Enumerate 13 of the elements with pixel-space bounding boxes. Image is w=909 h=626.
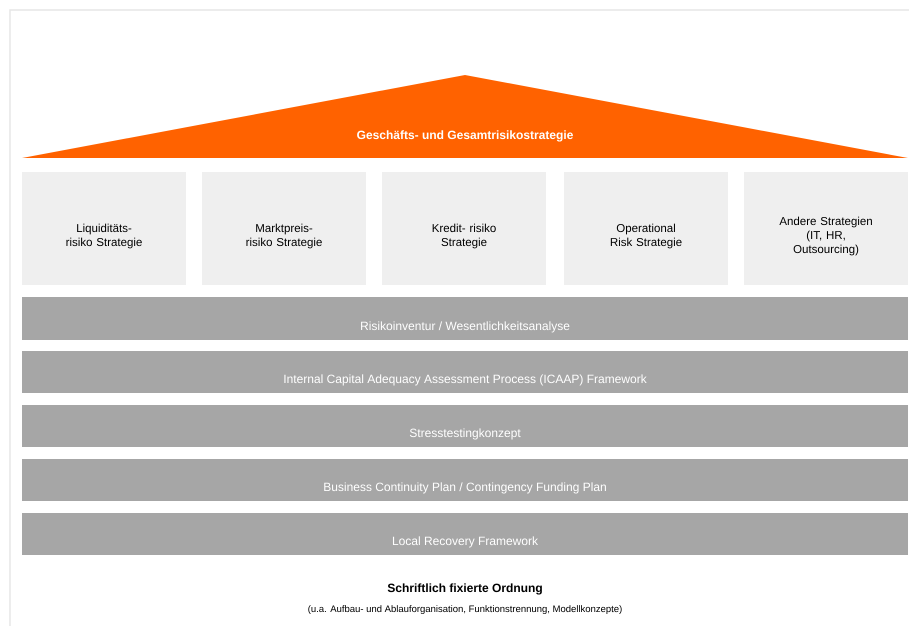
pillar-box: Andere Strategien (IT, HR, Outsourcing) bbox=[744, 172, 908, 285]
layer-band: Stresstestingkonzept bbox=[22, 405, 908, 447]
pillar-box: Operational Risk Strategie bbox=[564, 172, 728, 285]
pillar-box: Marktpreis- risiko Strategie bbox=[202, 172, 366, 285]
roof-triangle: Geschäfts- und Gesamtrisikostrategie bbox=[22, 75, 908, 158]
base-note: (u.a. Aufbau- und Ablauforganisation, Funktionstrennung, Modellkonzepte) bbox=[308, 605, 622, 614]
base-title: Schriftlich fixierte Ordnung bbox=[388, 583, 542, 595]
pillar-box: Kredit- risiko Strategie bbox=[382, 172, 546, 285]
layer-band: Internal Capital Adequacy Assessment Process (ICAAP) Framework bbox=[22, 351, 908, 393]
pillar-box: Liquiditäts- risiko Strategie bbox=[22, 172, 186, 285]
layer-band: Business Continuity Plan / Contingency Funding Plan bbox=[22, 459, 908, 501]
layer-band: Local Recovery Framework bbox=[22, 513, 908, 555]
layer-band: Risikoinventur / Wesentlichkeitsanalyse bbox=[22, 297, 908, 340]
